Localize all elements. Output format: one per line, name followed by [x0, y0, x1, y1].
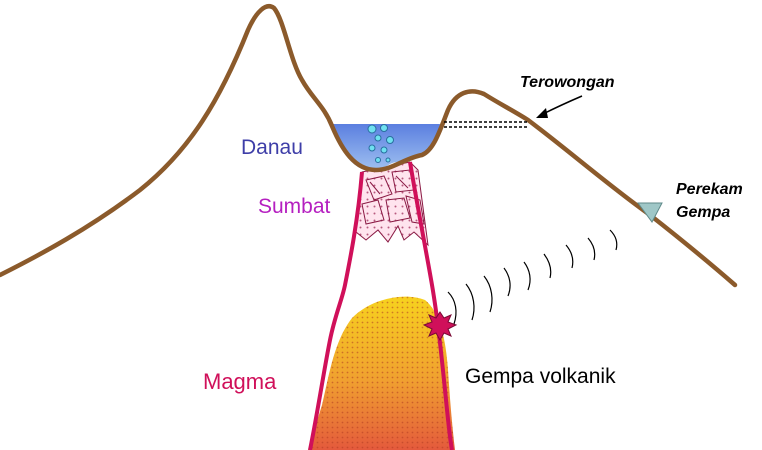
- tunnel-arrow: [542, 95, 583, 115]
- tunnel-arrowhead: [536, 108, 548, 118]
- tunnel: [444, 121, 528, 128]
- label-sumbat: Sumbat: [258, 195, 331, 218]
- label-terowongan: Terowongan: [520, 74, 615, 91]
- seismometer-icon: [637, 202, 663, 223]
- seismic-waves: [447, 229, 618, 325]
- label-perekam: Perekam: [676, 181, 743, 198]
- label-gempa: Gempa: [676, 204, 730, 221]
- volcanic-plug: [355, 161, 429, 247]
- label-magma: Magma: [203, 369, 277, 394]
- label-danau: Danau: [241, 136, 303, 159]
- lake-bubbles: [367, 124, 394, 163]
- mountain-profile: [0, 4, 738, 288]
- earthquake-star-icon: [422, 311, 458, 342]
- label-gempa-volkanik: Gempa volkanik: [465, 365, 616, 388]
- conduit-left-wall: [308, 171, 364, 450]
